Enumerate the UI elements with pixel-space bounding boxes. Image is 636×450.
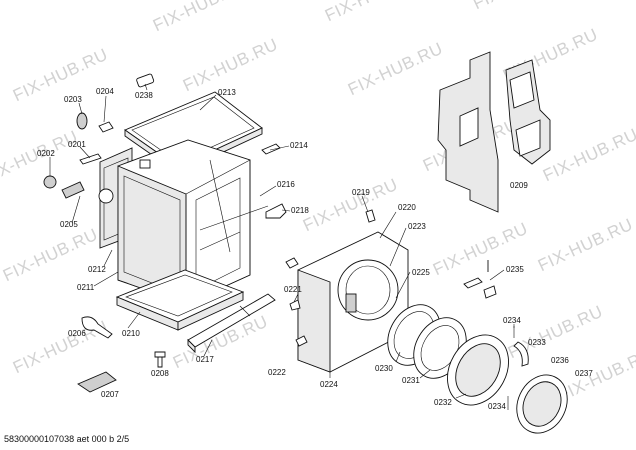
base-frame-part [115, 269, 245, 331]
part-label: 0210 [122, 329, 140, 338]
part-label: 0219 [352, 188, 370, 197]
part-label: 0204 [96, 87, 114, 96]
part-label: 0218 [291, 206, 309, 215]
small-parts-right [463, 260, 529, 410]
part-label: 0233 [528, 338, 546, 347]
part-label: 0234 [503, 316, 521, 325]
part-label: 0214 [290, 141, 308, 150]
part-label: 0202 [37, 149, 55, 158]
insulation-panels-part [437, 51, 551, 213]
part-label: 0237 [575, 369, 593, 378]
part-label: 0212 [88, 265, 106, 274]
part-label: 0223 [408, 222, 426, 231]
part-label: 0221 [284, 285, 302, 294]
part-label: 0234 [488, 402, 506, 411]
part-label: 0206 [68, 329, 86, 338]
part-label: 0236 [551, 356, 569, 365]
door-part [447, 334, 568, 434]
leader-lines [49, 83, 515, 399]
part-label: 0222 [268, 368, 286, 377]
part-label: 0238 [135, 91, 153, 100]
cabinet-part [117, 139, 251, 305]
part-label: 0216 [277, 180, 295, 189]
part-label: 0209 [510, 181, 528, 190]
part-label: 0201 [68, 140, 86, 149]
part-label: 0217 [196, 355, 214, 364]
part-label: 0235 [506, 265, 524, 274]
part-label: 0213 [218, 88, 236, 97]
part-label: 0208 [151, 369, 169, 378]
small-parts-left [43, 73, 287, 393]
part-label: 0211 [77, 283, 95, 292]
part-label: 0232 [434, 398, 452, 407]
part-label: 0205 [60, 220, 78, 229]
plinth-part [187, 293, 276, 354]
part-label: 0231 [402, 376, 420, 385]
part-label: 0230 [375, 364, 393, 373]
part-label: 0203 [64, 95, 82, 104]
part-label: 0220 [398, 203, 416, 212]
part-label: 0225 [412, 268, 430, 277]
footer-code: 58300000107038 aet 000 b 2/5 [4, 434, 130, 444]
part-label: 0224 [320, 380, 338, 389]
front-panel-part [285, 209, 409, 373]
part-label: 0207 [101, 390, 119, 399]
